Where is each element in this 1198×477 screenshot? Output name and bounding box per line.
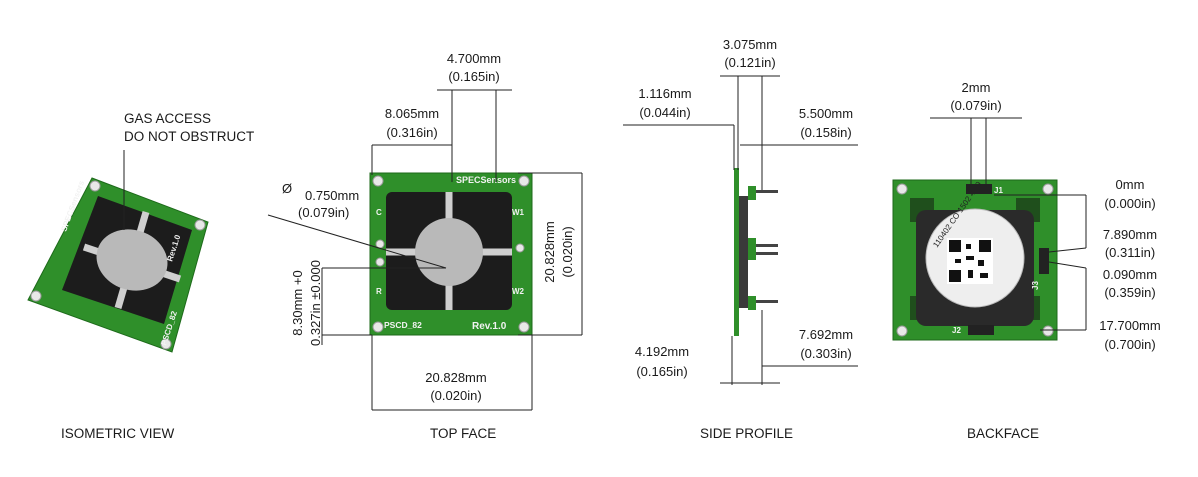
top-model-silk: PSCD_82 — [384, 320, 422, 330]
top-pad-w2: W2 — [512, 287, 525, 296]
dim-ext-line — [1048, 261, 1087, 269]
side-pin — [756, 300, 778, 303]
dim-830-mm: 8.30mm +0 — [290, 270, 305, 335]
side-sensor-body — [739, 196, 748, 308]
top-rev-silk: Rev.1.0 — [472, 321, 507, 332]
qr-code-icon — [947, 238, 993, 284]
top-pad-c: C — [376, 208, 382, 217]
top-pad-w1: W1 — [512, 208, 525, 217]
dim-0-in: (0.000in) — [1104, 196, 1155, 211]
top-pad-hole — [375, 257, 385, 267]
side-connector — [748, 238, 756, 260]
caption-back: BACKFACE — [967, 426, 1039, 441]
dim-height-mm: 20.828mm — [542, 221, 557, 282]
back-mount-hole — [1042, 325, 1054, 337]
dim-dia-mm: 0.750mm — [305, 188, 359, 203]
iso-gas-filter — [96, 229, 168, 291]
top-pad-hole — [515, 243, 525, 253]
iso-mount-hole — [89, 180, 101, 192]
dim-17700-in: (0.700in) — [1104, 337, 1155, 352]
dim-8065-mm: 8.065mm — [385, 106, 439, 121]
top-pad-hole — [375, 239, 385, 249]
caption-top: TOP FACE — [430, 426, 496, 441]
dim-7890-in: (0.311in) — [1105, 245, 1155, 260]
back-mount-hole — [896, 325, 908, 337]
dim-2-mm: 2mm — [962, 80, 991, 95]
side-pin — [756, 252, 778, 255]
dim-4192-mm: 4.192mm — [635, 344, 689, 359]
back-jumper-j2 — [968, 325, 994, 335]
dim-4700-in: (0.165in) — [448, 69, 499, 84]
back-mount-hole — [1042, 183, 1054, 195]
dim-width-in: (0.020in) — [430, 388, 481, 403]
gas-access-label-1: GAS ACCESS — [124, 111, 211, 126]
dim-leader — [267, 214, 447, 269]
side-connector — [748, 296, 756, 310]
caption-isometric: ISOMETRIC VIEW — [61, 426, 175, 441]
dim-5500-mm: 5.500mm — [799, 106, 853, 121]
back-j2-silk: J2 — [952, 326, 961, 335]
side-pin — [756, 190, 778, 193]
side-profile-view: 3.075mm (0.121in) 1.116mm (0.044in) 5.50… — [623, 37, 858, 385]
top-mount-hole — [372, 175, 384, 187]
top-face-view: SPECSensors C R W1 W2 PSCD_82 Rev.1.0 4.… — [267, 51, 583, 411]
dim-8065-in: (0.316in) — [386, 125, 437, 140]
dim-0-mm: 0mm — [1116, 177, 1145, 192]
dim-7692-in: (0.303in) — [800, 346, 851, 361]
back-jumper-j3 — [1039, 248, 1049, 274]
dim-dia-symbol: Ø — [282, 181, 292, 196]
dim-7692-mm: 7.692mm — [799, 327, 853, 342]
dim-dia-in: (0.079in) — [298, 205, 349, 220]
dim-3075-mm: 3.075mm — [723, 37, 777, 52]
dim-height-in: (0.020in) — [560, 226, 575, 277]
dim-0090-in: (0.359in) — [1104, 285, 1155, 300]
top-pad-r: R — [376, 287, 382, 296]
dim-width-mm: 20.828mm — [425, 370, 486, 385]
dim-0090-mm: 0.090mm — [1103, 267, 1157, 282]
back-j1-silk: J1 — [994, 186, 1003, 195]
top-mount-hole — [518, 175, 530, 187]
back-mount-hole — [896, 183, 908, 195]
dim-830-in: 0.327in ±0.000 — [308, 260, 323, 346]
dim-ext-line — [1048, 247, 1087, 253]
dim-1116-in: (0.044in) — [639, 105, 690, 120]
dim-2-in: (0.079in) — [950, 98, 1001, 113]
top-mount-hole — [372, 321, 384, 333]
top-gas-filter — [415, 218, 483, 286]
back-j3-silk: J3 — [1031, 281, 1040, 290]
side-connector — [748, 186, 756, 200]
dim-3075-in: (0.121in) — [724, 55, 775, 70]
dim-5500-in: (0.158in) — [800, 125, 851, 140]
dim-17700-mm: 17.700mm — [1099, 318, 1160, 333]
top-brand-silk: SPECSensors — [456, 175, 516, 185]
isometric-view: SPECSensors Rev.1.0 PSCD_82 GAS ACCESS D… — [27, 111, 254, 353]
backface-view: 110402 CO 1502 4 49 J1 J2 J3 2mm (0.079i… — [892, 80, 1161, 352]
back-jumper-j1 — [966, 184, 992, 194]
caption-side: SIDE PROFILE — [700, 426, 793, 441]
dim-1116-mm: 1.116mm — [638, 86, 691, 101]
side-pin — [756, 244, 778, 247]
iso-mount-hole — [160, 338, 172, 350]
top-mount-hole — [518, 321, 530, 333]
dim-4192-in: (0.165in) — [636, 364, 687, 379]
dim-4700-mm: 4.700mm — [447, 51, 501, 66]
side-pcb-edge — [734, 168, 739, 336]
iso-mount-hole — [194, 219, 206, 231]
dim-7890-mm: 7.890mm — [1103, 227, 1157, 242]
gas-access-label-2: DO NOT OBSTRUCT — [124, 129, 254, 144]
iso-mount-hole — [30, 290, 42, 302]
